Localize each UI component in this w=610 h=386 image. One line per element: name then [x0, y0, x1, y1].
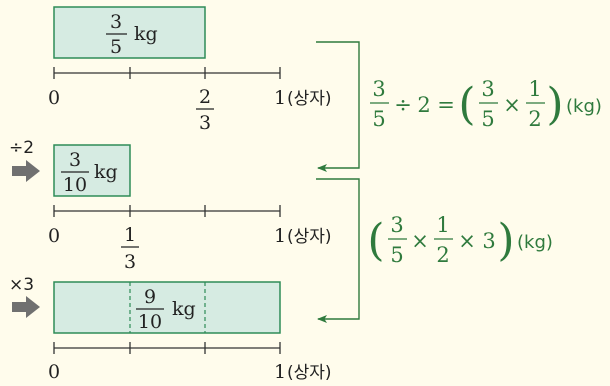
eq2-f1-num: 3 [390, 213, 403, 237]
eq2-f2-num: 1 [436, 213, 449, 237]
row3-arrow-icon [12, 296, 40, 318]
row3-box-den: 10 [138, 311, 162, 333]
eq2-f1-den: 5 [390, 243, 403, 267]
row1-axis [53, 67, 281, 79]
eq1-div-sign: ÷ [394, 93, 412, 117]
row2-box-num: 3 [69, 149, 81, 171]
eq1-unit: (kg) [566, 96, 602, 117]
row1-end-label: 1 [274, 87, 286, 109]
row2-tick-den: 3 [124, 251, 136, 273]
eq1-f2-num: 3 [481, 77, 494, 101]
row1-axis-unit: (상자) [287, 89, 332, 109]
eq2-three: 3 [482, 229, 495, 253]
eq1-f3-num: 1 [528, 77, 541, 101]
row2-axis-unit: (상자) [287, 227, 332, 247]
row3-op-label: ×3 [9, 275, 34, 295]
row2-arrow-icon [12, 160, 40, 182]
row2-box-unit: kg [94, 161, 118, 183]
connector-2-arrow [316, 178, 360, 323]
row3-end-label: 1 [274, 361, 286, 383]
row2-tick-num: 1 [124, 224, 136, 246]
eq1-f3-den: 2 [528, 107, 541, 131]
row1-zero-label: 0 [48, 87, 60, 109]
row2-axis [53, 205, 281, 217]
eq2-unit: (kg) [517, 232, 553, 253]
eq1-f1-den: 5 [372, 107, 385, 131]
row2-zero-label: 0 [48, 225, 60, 247]
eq2-times-sign-1: × [411, 229, 429, 253]
eq1-f2-den: 5 [481, 107, 494, 131]
row3-axis-unit: (상자) [287, 363, 332, 383]
row1-box-den: 5 [110, 36, 122, 58]
row1-tick-num: 2 [199, 86, 211, 108]
row1-box-unit: kg [134, 23, 158, 45]
eq2-lparen: ( [367, 215, 384, 266]
row1-box [53, 6, 206, 59]
eq1-two: 2 [417, 93, 430, 117]
eq1-f1-num: 3 [372, 77, 385, 101]
row3-zero-label: 0 [48, 361, 60, 383]
row2-box-den: 10 [63, 174, 87, 196]
row2-end-label: 1 [274, 225, 286, 247]
eq2-f2-den: 2 [436, 243, 449, 267]
row3-box [53, 281, 281, 334]
row3-box-unit: kg [172, 298, 196, 320]
row3-axis [53, 342, 281, 354]
row3-box-num: 9 [144, 286, 156, 308]
row1-box-num: 3 [110, 11, 122, 33]
row2-box [53, 144, 131, 197]
connector-1-arrow [316, 41, 360, 172]
eq2-rparen: ) [497, 215, 514, 266]
eq1-equals: = [437, 93, 455, 117]
eq1-rparen: ) [546, 79, 563, 130]
row2-op-label: ÷2 [9, 138, 34, 158]
equation-1: 3 5 ÷ 2 = ( 3 5 × 1 2 ) (kg) [370, 77, 602, 131]
eq1-times-sign: × [503, 93, 521, 117]
equation-2: ( 3 5 × 1 2 × 3 ) (kg) [367, 213, 552, 267]
row1-tick-den: 3 [199, 112, 211, 134]
eq1-lparen: ( [458, 79, 475, 130]
eq2-times-sign-2: × [458, 229, 476, 253]
